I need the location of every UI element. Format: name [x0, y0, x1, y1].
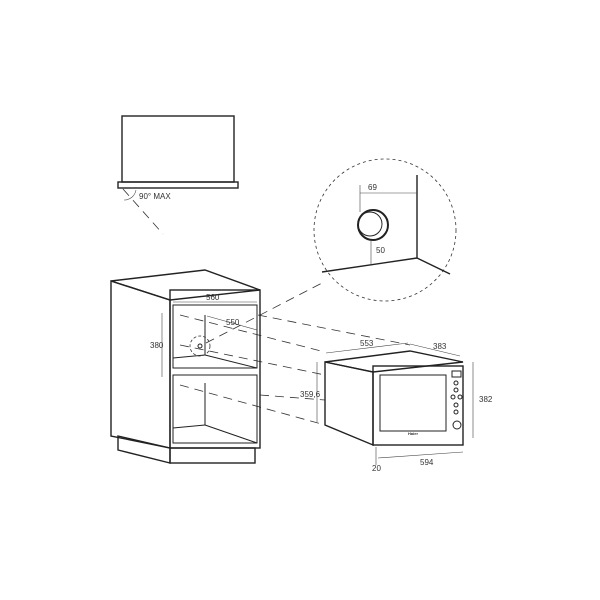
knob-offset-y-label: 50 — [376, 246, 385, 255]
appliance-body-height-label: 359,6 — [300, 390, 321, 399]
door-clearance-detail: 90° MAX — [117, 115, 239, 235]
niche-height-label: 380 — [150, 341, 164, 350]
frame-offset-label: 20 — [372, 464, 381, 473]
appliance-height-label: 382 — [479, 395, 493, 404]
niche-depth-label: 550 — [226, 318, 240, 327]
knob-detail-circle: 69 50 — [313, 158, 457, 302]
microwave: Haier 553 383 359,6 382 594 20 — [300, 339, 493, 473]
cabinet: 560 550 380 — [110, 269, 261, 464]
appliance-side-depth-label: 383 — [433, 342, 447, 351]
niche-width-label: 560 — [206, 293, 220, 302]
appliance-width-label: 594 — [420, 458, 434, 467]
appliance-depth-label: 553 — [360, 339, 374, 348]
knob-offset-x-label: 69 — [368, 183, 377, 192]
brand-logo: Haier — [408, 431, 418, 436]
door-angle-label: 90° MAX — [139, 192, 171, 201]
projection-lines — [179, 282, 411, 426]
